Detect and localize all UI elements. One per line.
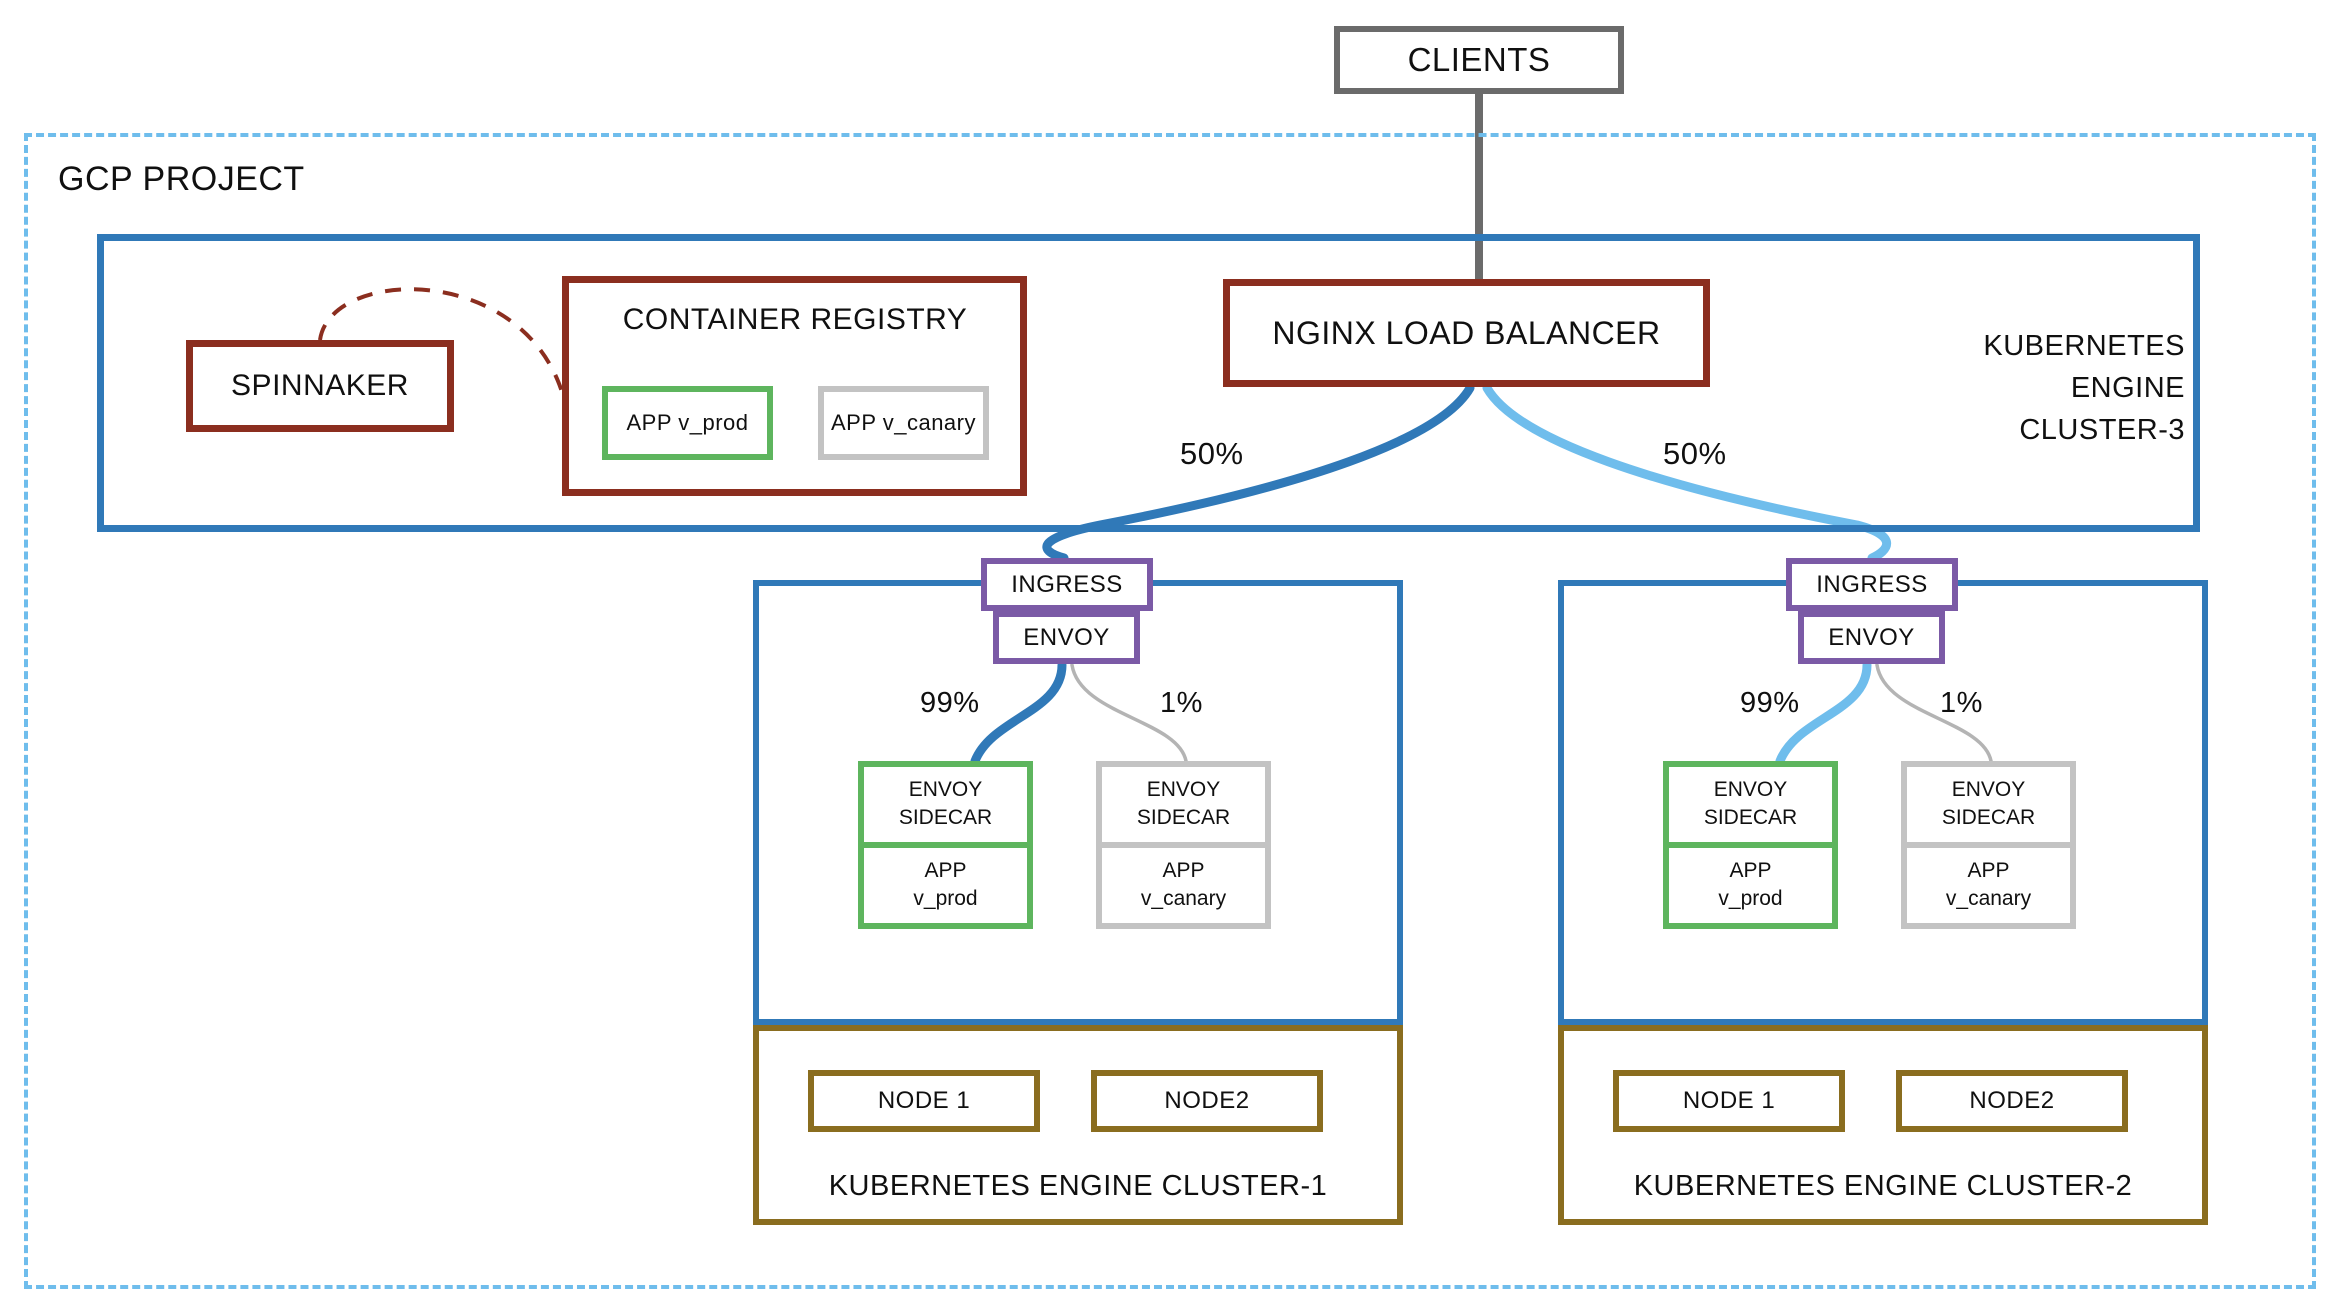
cluster-2-ingress: INGRESS bbox=[1786, 558, 1958, 611]
gcp-project-frame bbox=[24, 133, 2316, 1289]
registry-artifact-app-prod: APP v_prod bbox=[602, 386, 773, 460]
spinnaker-box: SPINNAKER bbox=[186, 340, 454, 432]
cluster-1-node-1: NODE 1 bbox=[808, 1070, 1040, 1132]
cluster-2-node-2: NODE2 bbox=[1896, 1070, 2128, 1132]
cluster-2-traffic-canary: 1% bbox=[1940, 687, 1983, 719]
cluster-1-pod-prod-sidecar: ENVOY SIDECAR bbox=[864, 767, 1027, 842]
cluster-1-node-pool-frame bbox=[753, 1025, 1403, 1225]
cluster-2-pod-prod-app: APP v_prod bbox=[1669, 842, 1832, 923]
cluster-2-node-pool-frame bbox=[1558, 1025, 2208, 1225]
cluster-1-pool-label: KUBERNETES ENGINE CLUSTER-1 bbox=[828, 1170, 1328, 1202]
gcp-project-title: GCP PROJECT bbox=[58, 160, 305, 198]
cluster-1-node-2: NODE2 bbox=[1091, 1070, 1323, 1132]
cluster-1-traffic-canary: 1% bbox=[1160, 687, 1203, 719]
cluster-2-pool-label: KUBERNETES ENGINE CLUSTER-2 bbox=[1633, 1170, 2133, 1202]
cluster-1-pod-canary-sidecar: ENVOY SIDECAR bbox=[1102, 767, 1265, 842]
cluster-3-frame bbox=[97, 234, 2200, 532]
clients-box: CLIENTS bbox=[1334, 26, 1624, 94]
cluster-2-pod-prod: ENVOY SIDECAR APP v_prod bbox=[1663, 761, 1838, 929]
cluster-2-pod-prod-sidecar: ENVOY SIDECAR bbox=[1669, 767, 1832, 842]
nginx-load-balancer-box: NGINX LOAD BALANCER bbox=[1223, 279, 1710, 387]
cluster-1-pod-canary-app: APP v_canary bbox=[1102, 842, 1265, 923]
cluster-2-pod-canary-app: APP v_canary bbox=[1907, 842, 2070, 923]
cluster-1-pod-canary: ENVOY SIDECAR APP v_canary bbox=[1096, 761, 1271, 929]
cluster-2-traffic-prod: 99% bbox=[1740, 687, 1800, 719]
cluster-2-pod-canary: ENVOY SIDECAR APP v_canary bbox=[1901, 761, 2076, 929]
cluster-2-pod-canary-sidecar: ENVOY SIDECAR bbox=[1907, 767, 2070, 842]
cluster-1-traffic-prod: 99% bbox=[920, 687, 980, 719]
cluster-2-node-1: NODE 1 bbox=[1613, 1070, 1845, 1132]
cluster-1-envoy-gateway: ENVOY bbox=[993, 611, 1140, 664]
cluster-3-label: KUBERNETES ENGINE CLUSTER-3 bbox=[1983, 330, 2185, 446]
container-registry-title: CONTAINER REGISTRY bbox=[622, 303, 968, 336]
cluster-1-pod-prod-app: APP v_prod bbox=[864, 842, 1027, 923]
traffic-label-lb-right: 50% bbox=[1663, 436, 1727, 471]
traffic-label-lb-left: 50% bbox=[1180, 436, 1244, 471]
cluster-1-ingress: INGRESS bbox=[981, 558, 1153, 611]
cluster-2-envoy-gateway: ENVOY bbox=[1798, 611, 1945, 664]
cluster-1-pod-prod: ENVOY SIDECAR APP v_prod bbox=[858, 761, 1033, 929]
registry-artifact-app-canary: APP v_canary bbox=[818, 386, 989, 460]
